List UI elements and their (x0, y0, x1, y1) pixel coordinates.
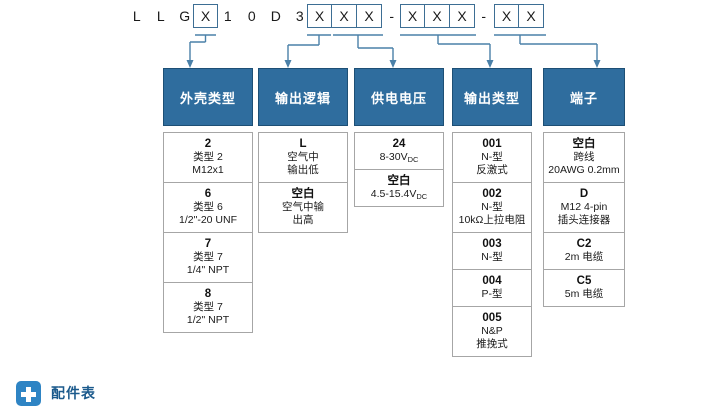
column-header-output-type: 输出类型 (452, 68, 532, 126)
part-number-fixed-char: 1 (223, 8, 233, 24)
part-number-fixed-char: 3 (295, 8, 305, 24)
option-code: 005 (482, 312, 502, 324)
option-description-line: 类型 7 (193, 251, 223, 263)
option-code: 24 (392, 138, 406, 150)
option-description-line: 类型 2 (193, 151, 223, 163)
option-code: 6 (204, 188, 212, 200)
option-description-line: 类型 7 (193, 301, 223, 313)
option-description-line: N&P (481, 325, 503, 337)
part-number-variable-box[interactable]: X (494, 4, 519, 28)
part-number-variable-box[interactable]: X (450, 4, 475, 28)
option-code: 空白 (572, 138, 596, 150)
option-code: 8 (204, 288, 212, 300)
part-number-fixed-char: D (270, 8, 282, 24)
option-description-line: 空气中 (287, 151, 319, 163)
option-description-line: 20AWG 0.2mm (548, 164, 620, 176)
option-description-line: 输出低 (287, 164, 319, 176)
option-code: D (579, 188, 589, 200)
option-code: 7 (204, 238, 212, 250)
option-code: 001 (482, 138, 502, 150)
option-description-line: 类型 6 (193, 201, 223, 213)
option-description-line: N-型 (481, 201, 503, 213)
part-number-variable-box[interactable]: X (519, 4, 544, 28)
part-number-fixed-char: - (389, 8, 395, 24)
option-description-line: N-型 (481, 151, 503, 163)
option-description-line: 2m 电缆 (564, 251, 604, 263)
part-number-variable-box[interactable]: X (400, 4, 425, 28)
option-description-line: 出高 (292, 214, 314, 226)
option-description-line: 空气中输 (282, 201, 324, 213)
option-code: 2 (204, 138, 212, 150)
option-code: 空白 (291, 188, 315, 200)
option-description-line: 插头连接器 (557, 214, 611, 226)
part-number-fixed-char: 0 (247, 8, 257, 24)
option-description-line: 跨线 (573, 151, 595, 163)
part-number-fixed-char: L (156, 8, 166, 24)
option-cell[interactable]: 空白空气中输出高 (258, 182, 348, 233)
column-header-terminal: 端子 (543, 68, 625, 126)
column-header-housing-type: 外壳类型 (163, 68, 253, 126)
option-code: C2 (576, 238, 592, 250)
option-description-line: 推挽式 (476, 338, 508, 350)
part-number-variable-box[interactable]: X (332, 4, 357, 28)
option-code: L (299, 138, 307, 150)
column-header-output-logic: 输出逻辑 (258, 68, 348, 126)
part-number-variable-box[interactable]: X (307, 4, 332, 28)
option-code: C5 (576, 275, 592, 287)
column-header-supply-voltage: 供电电压 (354, 68, 444, 126)
option-description-line: 5m 电缆 (564, 288, 604, 300)
part-number-fixed-char: - (481, 8, 487, 24)
part-number-variable-box[interactable]: X (193, 4, 218, 28)
option-description-line: 4.5-15.4VDC (370, 188, 428, 201)
option-code: 002 (482, 188, 502, 200)
option-description-line: M12 4-pin (560, 201, 608, 213)
option-description-line: P-型 (481, 288, 503, 300)
option-description-line: N-型 (481, 251, 503, 263)
option-description-line: 1/4" NPT (186, 264, 230, 276)
part-number-variable-box[interactable]: X (357, 4, 382, 28)
accessories-label: 配件表 (51, 385, 96, 401)
option-description-line: 10kΩ上拉电阻 (458, 214, 526, 226)
option-description-line: M12x1 (192, 164, 224, 176)
option-description-line: 1/2"-20 UNF (179, 214, 237, 226)
option-description-line: 反激式 (476, 164, 508, 176)
option-code: 003 (482, 238, 502, 250)
part-number-fixed-char: G (179, 8, 191, 24)
part-number-fixed-char: L (132, 8, 142, 24)
option-description-line: 1/2" NPT (186, 314, 230, 326)
option-description-line: 8-30VDC (379, 151, 419, 164)
option-code: 空白 (387, 175, 411, 187)
option-code: 004 (482, 275, 502, 287)
plus-icon (16, 381, 41, 406)
accessories-link[interactable]: 配件表 (16, 381, 96, 406)
part-number-variable-box[interactable]: X (425, 4, 450, 28)
